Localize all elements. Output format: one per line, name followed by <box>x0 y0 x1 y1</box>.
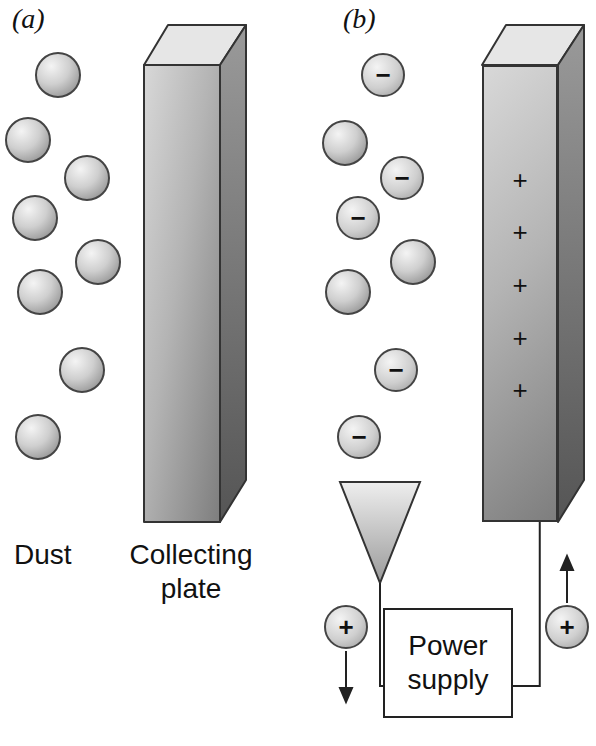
charge-sign: − <box>388 357 403 383</box>
emitter-electrode <box>340 482 420 583</box>
charge-sign: + <box>484 272 556 298</box>
positive-charge: + <box>545 605 589 649</box>
collecting-plate <box>144 25 246 522</box>
plate-label: Collecting plate <box>106 538 276 606</box>
wire <box>513 522 540 686</box>
box-label: Power supply <box>391 629 505 697</box>
charged-dust: − <box>361 53 405 97</box>
power-supply-box: Power supply <box>383 608 513 718</box>
charged-dust: − <box>336 196 380 240</box>
collecting-plate: + + + + + <box>482 65 558 522</box>
charge-sign: + <box>559 614 574 640</box>
charged-dust: − <box>380 156 424 200</box>
charge-sign: + <box>484 377 556 403</box>
dust-label: Dust <box>14 538 104 572</box>
panel-label: (b) <box>343 2 403 36</box>
charge-sign: + <box>484 219 556 245</box>
charge-sign: − <box>351 424 366 450</box>
plate-faces <box>482 25 584 522</box>
charged-dust: − <box>374 348 418 392</box>
charge-sign: + <box>338 614 353 640</box>
charge-sign: + <box>484 325 556 351</box>
panel-label: (a) <box>12 2 72 36</box>
charge-sign: − <box>375 62 390 88</box>
positive-charge: + <box>324 605 368 649</box>
charge-sign: + <box>484 167 556 193</box>
charge-sign: − <box>394 165 409 191</box>
charge-sign: − <box>350 205 365 231</box>
charged-dust: − <box>337 415 381 459</box>
